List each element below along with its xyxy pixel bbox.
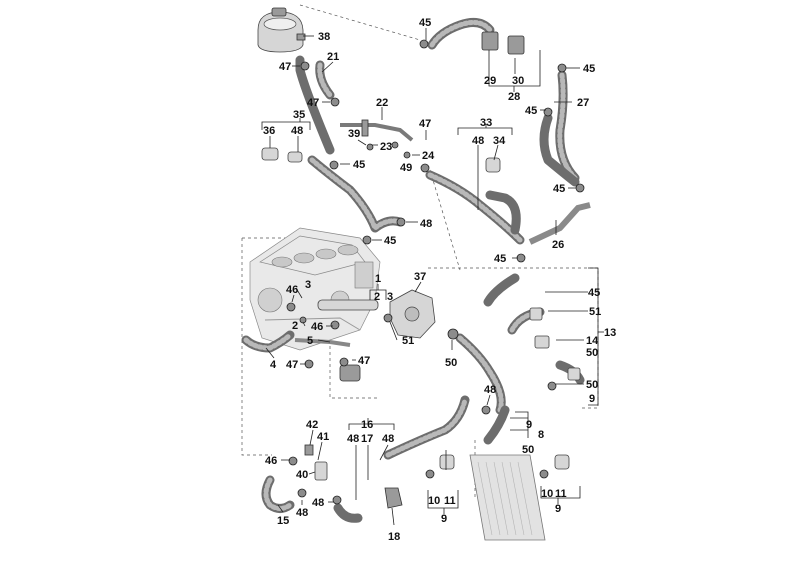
callout-18: 18 bbox=[388, 531, 400, 543]
callout-28: 28 bbox=[508, 91, 520, 103]
callout-8: 8 bbox=[538, 429, 544, 441]
callout-5: 5 bbox=[307, 335, 313, 347]
components bbox=[261, 31, 581, 541]
callout-48: 48 bbox=[296, 507, 308, 519]
callout-14: 14 bbox=[586, 335, 599, 347]
callout-45: 45 bbox=[553, 183, 565, 195]
callout-45: 45 bbox=[353, 159, 365, 171]
callout-36: 36 bbox=[263, 125, 275, 137]
callout-42: 42 bbox=[306, 419, 318, 431]
callout-50: 50 bbox=[445, 357, 457, 369]
callout-2: 2 bbox=[292, 320, 298, 332]
callout-39: 39 bbox=[348, 128, 360, 140]
callout-45: 45 bbox=[384, 235, 396, 247]
callout-1: 1 bbox=[375, 273, 381, 285]
callout-48: 48 bbox=[291, 125, 303, 137]
callout-35: 35 bbox=[293, 109, 305, 121]
callout-45: 45 bbox=[494, 253, 506, 265]
hose-clamps bbox=[286, 39, 585, 505]
callout-47: 47 bbox=[358, 355, 370, 367]
callout-9: 9 bbox=[441, 513, 447, 525]
callout-9: 9 bbox=[555, 503, 561, 515]
engine-block bbox=[249, 227, 381, 351]
callout-45: 45 bbox=[583, 63, 595, 75]
callout-10: 10 bbox=[541, 488, 553, 500]
callout-26: 26 bbox=[552, 239, 564, 251]
callout-50: 50 bbox=[586, 379, 598, 391]
callout-46: 46 bbox=[286, 284, 298, 296]
callout-11: 11 bbox=[555, 488, 567, 500]
callout-labels: 38 45 47 21 47 22 35 36 48 39 23 47 24 4… bbox=[263, 17, 616, 543]
callout-48: 48 bbox=[484, 384, 496, 396]
callout-46: 46 bbox=[265, 455, 277, 467]
callout-23: 23 bbox=[380, 141, 392, 153]
callout-11: 11 bbox=[444, 495, 456, 507]
callout-3: 3 bbox=[387, 291, 393, 303]
callout-27: 27 bbox=[577, 97, 589, 109]
callout-46: 46 bbox=[311, 321, 323, 333]
callout-9: 9 bbox=[589, 393, 595, 405]
callout-50: 50 bbox=[586, 347, 598, 359]
callout-41: 41 bbox=[317, 431, 329, 443]
callout-9: 9 bbox=[526, 419, 532, 431]
callout-16: 16 bbox=[361, 419, 373, 431]
callout-45: 45 bbox=[419, 17, 431, 29]
callout-49: 49 bbox=[400, 162, 412, 174]
callout-38: 38 bbox=[318, 31, 330, 43]
callout-50: 50 bbox=[522, 444, 534, 456]
callout-47: 47 bbox=[419, 118, 431, 130]
callout-2: 2 bbox=[374, 291, 380, 303]
callout-48: 48 bbox=[347, 433, 359, 445]
callout-21: 21 bbox=[327, 51, 339, 63]
callout-48: 48 bbox=[312, 497, 324, 509]
callout-13: 13 bbox=[604, 327, 616, 339]
callout-45: 45 bbox=[525, 105, 537, 117]
callout-15: 15 bbox=[277, 515, 289, 527]
callout-37: 37 bbox=[414, 271, 426, 283]
callout-33: 33 bbox=[480, 117, 492, 129]
callout-22: 22 bbox=[376, 97, 388, 109]
callout-10: 10 bbox=[428, 495, 440, 507]
callout-34: 34 bbox=[493, 135, 506, 147]
callout-3: 3 bbox=[305, 279, 311, 291]
callout-45: 45 bbox=[588, 287, 600, 299]
callout-47: 47 bbox=[307, 97, 319, 109]
callout-48: 48 bbox=[472, 135, 484, 147]
callout-51: 51 bbox=[589, 306, 601, 318]
callout-48: 48 bbox=[382, 433, 394, 445]
leader-lines bbox=[261, 28, 604, 526]
callout-30: 30 bbox=[512, 75, 524, 87]
callout-51: 51 bbox=[402, 335, 414, 347]
callout-17: 17 bbox=[361, 433, 373, 445]
callout-47: 47 bbox=[286, 359, 298, 371]
callout-24: 24 bbox=[422, 150, 435, 162]
callout-40: 40 bbox=[296, 469, 308, 481]
expansion-tank bbox=[257, 7, 306, 53]
callout-4: 4 bbox=[270, 359, 277, 371]
callout-47: 47 bbox=[279, 61, 291, 73]
callout-48: 48 bbox=[420, 218, 432, 230]
callout-29: 29 bbox=[484, 75, 496, 87]
